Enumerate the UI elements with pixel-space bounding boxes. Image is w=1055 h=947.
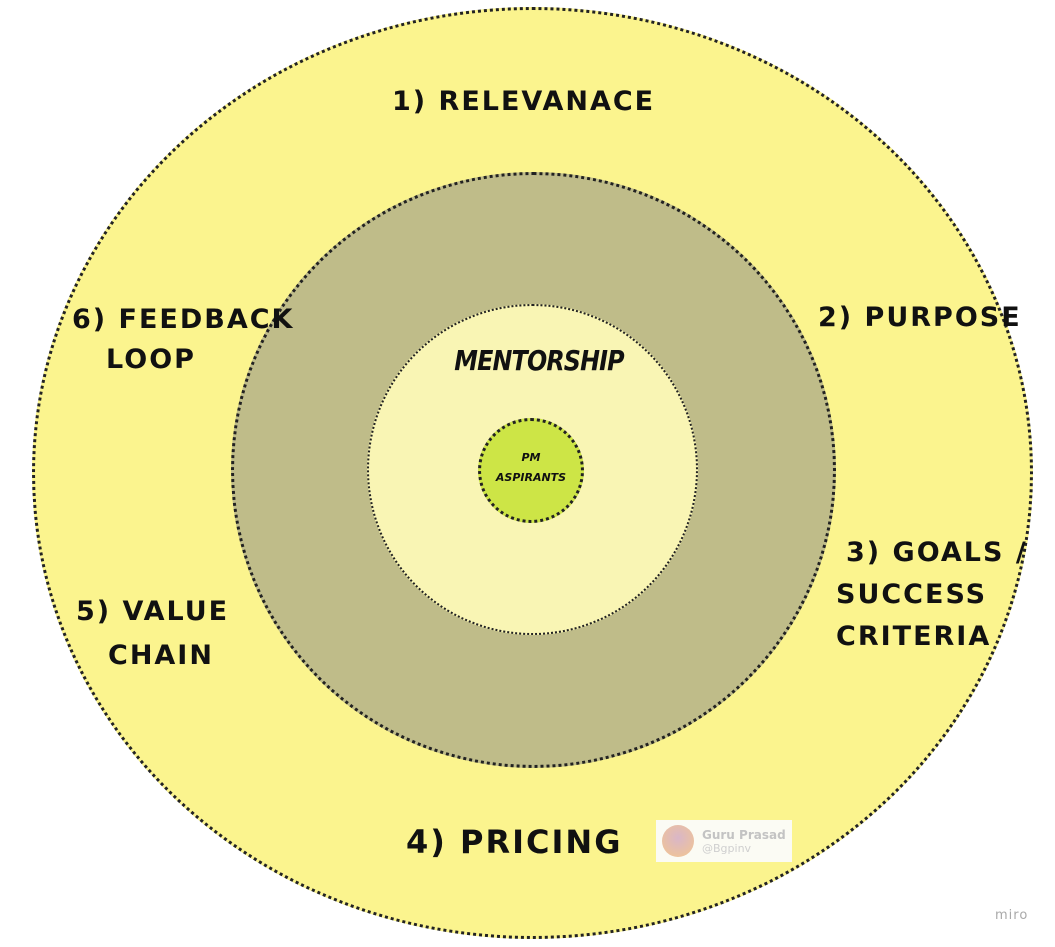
label-feedback-line2: LOOP [106, 344, 196, 375]
label-purpose: 2) PURPOSE [818, 302, 1022, 333]
label-value-chain: 5) VALUE CHAIN [76, 590, 229, 678]
label-value-line1: 5) VALUE [76, 596, 230, 627]
label-goals-line3: CRITERIA [836, 621, 992, 652]
author-name: Guru Prasad [702, 827, 786, 842]
author-handle: @Bgpinv [702, 841, 752, 855]
label-goals: 3) GOALS / SUCCESS CRITERIA [836, 532, 1028, 658]
label-feedback-line1: 6) FEEDBACK [72, 304, 295, 335]
mentorship-title: MENTORSHIP [454, 344, 624, 377]
label-goals-line2: SUCCESS [836, 579, 988, 610]
core-circle [478, 418, 584, 523]
label-goals-line1: 3) GOALS / [846, 537, 1028, 568]
label-relevance: 1) RELEVANACE [392, 86, 656, 117]
core-label-line1: PM [521, 451, 541, 464]
core-label-line2: ASPIRANTS [495, 471, 567, 484]
label-feedback-loop: 6) FEEDBACK LOOP [72, 300, 294, 380]
avatar [662, 825, 694, 857]
label-pricing: 4) PRICING [406, 823, 623, 861]
miro-watermark: miro [995, 908, 1029, 923]
author-card: Guru Prasad @Bgpinv [656, 820, 792, 862]
core-label: PM ASPIRANTS [478, 448, 584, 488]
label-value-line2: CHAIN [108, 640, 214, 671]
